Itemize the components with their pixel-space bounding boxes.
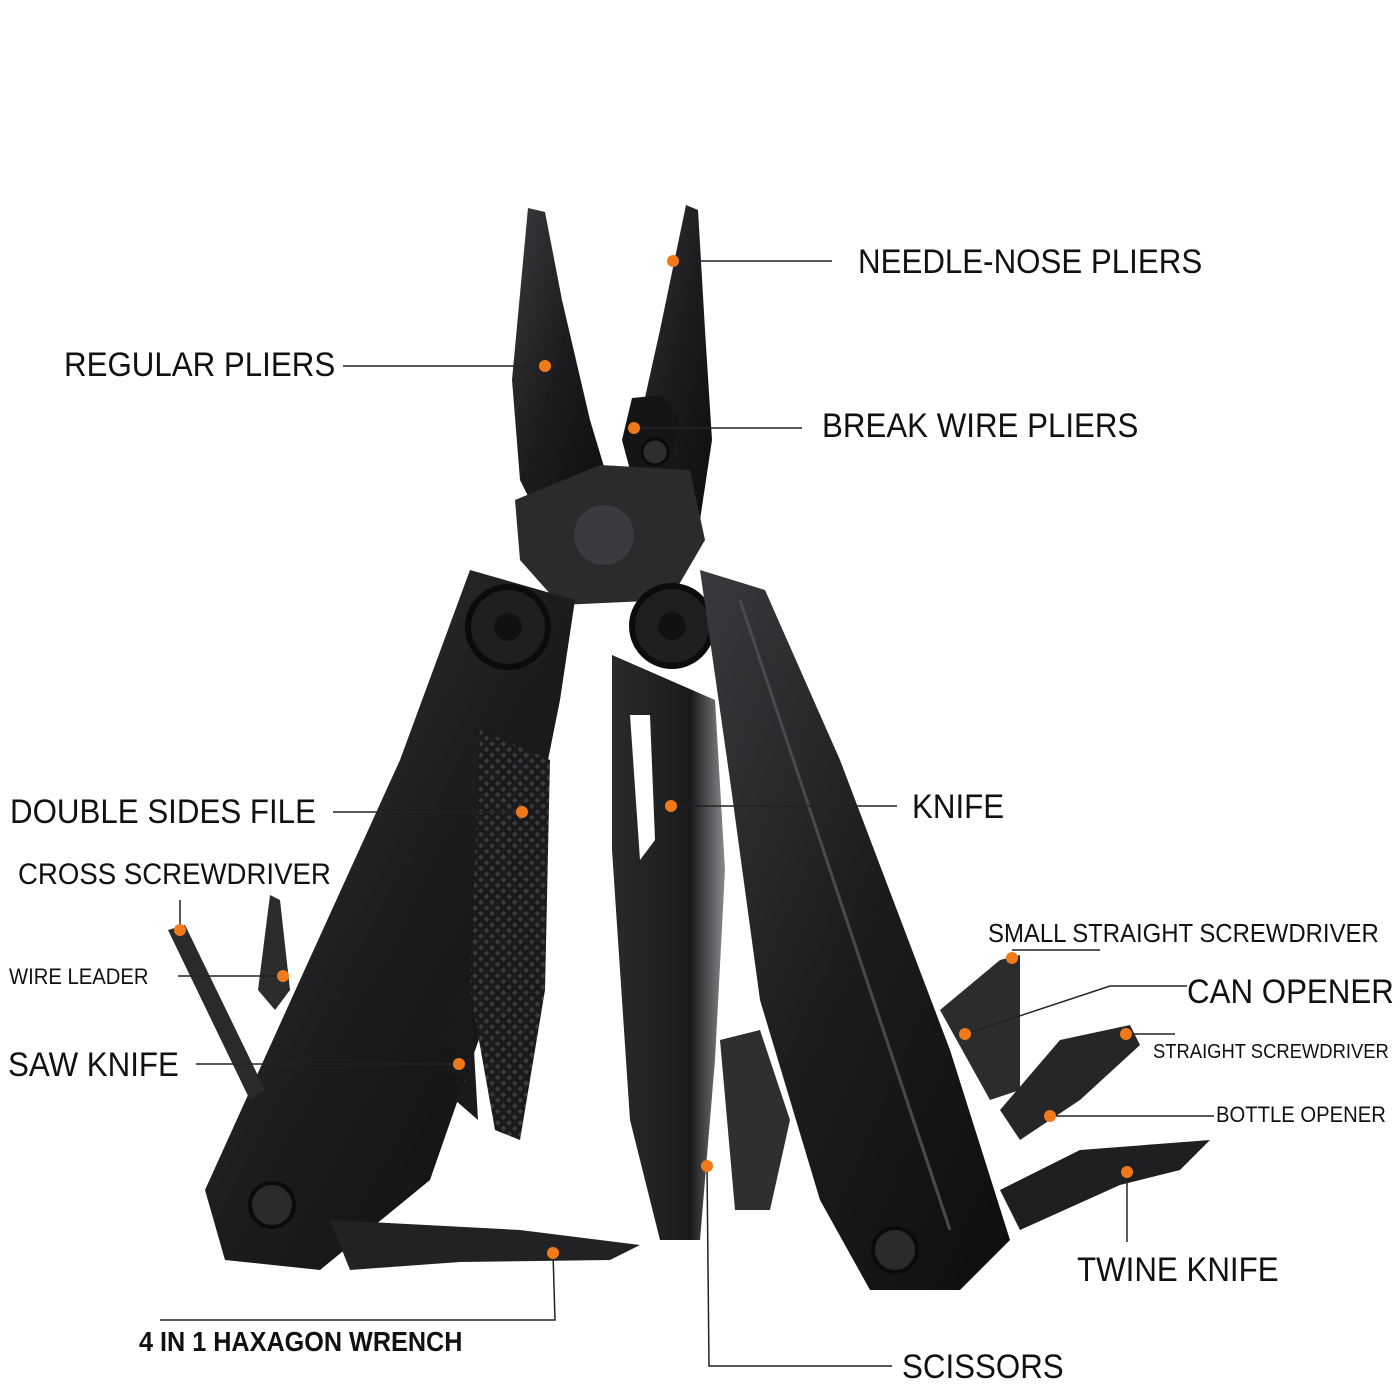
marker-hexagon-wrench [547, 1247, 559, 1259]
marker-saw-knife [453, 1058, 465, 1070]
saw-teeth [440, 980, 478, 1120]
leader-scissors [706, 1165, 892, 1367]
label-regular-pliers: REGULAR PLIERS [64, 346, 336, 384]
marker-needle-nose [667, 255, 679, 267]
marker-file [516, 806, 528, 818]
marker-straight-screwdriver [1120, 1028, 1132, 1040]
marker-wire-leader [277, 970, 289, 982]
label-cross-screwdriver: CROSS SCREWDRIVER [18, 858, 331, 891]
break-wire-screw [640, 437, 670, 467]
marker-break-wire [628, 422, 640, 434]
label-twine-knife: TWINE KNIFE [1077, 1251, 1279, 1289]
double-sides-file-surface [470, 730, 550, 1140]
marker-knife [665, 800, 677, 812]
right-handle-bottom-pivot [871, 1226, 919, 1274]
left-handle [168, 570, 640, 1270]
knife-blade [612, 583, 725, 1240]
label-bottle-opener: BOTTLE OPENER [1216, 1102, 1386, 1127]
markers [174, 255, 1133, 1259]
leader-can-opener [964, 985, 1187, 1035]
plier-pivot [574, 505, 634, 565]
marker-scissors [701, 1160, 713, 1172]
left-jaw [512, 208, 605, 520]
label-wire-leader: WIRE LEADER [9, 964, 149, 989]
cross-screwdriver-arm [168, 925, 265, 1100]
leader-hexagon-wrench [160, 1252, 556, 1321]
marker-bottle-opener [1044, 1110, 1056, 1122]
label-knife: KNIFE [912, 788, 1005, 826]
label-small-straight-screwdriver: SMALL STRAIGHT SCREWDRIVER [988, 918, 1379, 948]
left-handle-bottom-pivot [248, 1181, 296, 1229]
plier-jaws [512, 205, 712, 605]
straight-screwdriver-tool [1000, 1025, 1140, 1140]
right-handle [700, 570, 1210, 1290]
label-saw-knife: SAW KNIFE [8, 1046, 179, 1084]
marker-cross-screwdriver [174, 924, 186, 936]
wire-leader-blade [258, 895, 290, 1010]
label-break-wire-pliers: BREAK WIRE PLIERS [822, 407, 1139, 445]
small-straight-screwdriver-tool [940, 955, 1020, 1100]
label-hexagon-wrench: 4 IN 1 HAXAGON WRENCH [139, 1326, 463, 1357]
label-can-opener: CAN OPENER [1187, 973, 1394, 1011]
marker-can-opener [959, 1028, 971, 1040]
marker-small-straight [1006, 952, 1018, 964]
hexagon-wrench-piece [330, 1220, 640, 1270]
label-needle-nose-pliers: NEEDLE-NOSE PLIERS [858, 243, 1203, 281]
marker-twine-knife [1121, 1166, 1133, 1178]
label-straight-screwdriver: STRAIGHT SCREWDRIVER [1153, 1041, 1389, 1063]
marker-regular-pliers [539, 360, 551, 372]
twine-knife-tool [1000, 1140, 1210, 1230]
leader-lines [160, 260, 1214, 1367]
label-scissors: SCISSORS [902, 1348, 1064, 1386]
scissors [720, 1030, 790, 1210]
label-double-sides-file: DOUBLE SIDES FILE [10, 793, 316, 831]
